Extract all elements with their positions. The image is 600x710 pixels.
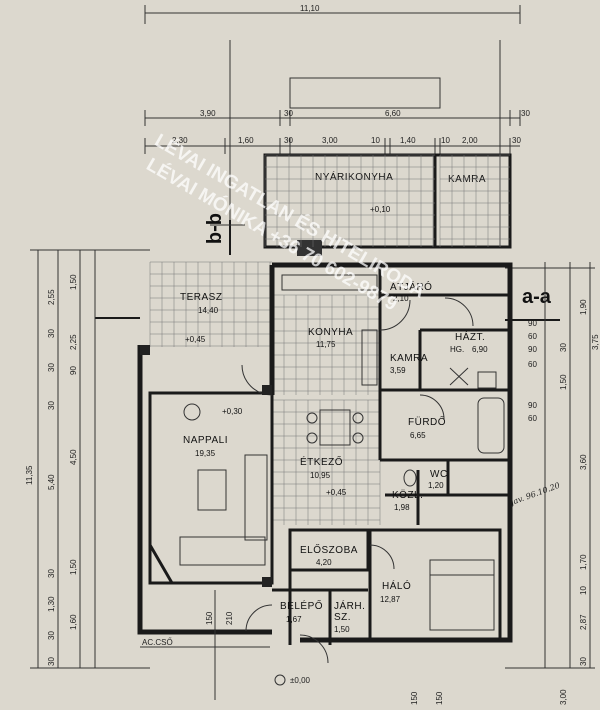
dim-right-k: 3,60: [579, 454, 588, 470]
dim-bottom-a: 150: [205, 611, 214, 625]
dim-row2-c: 30: [284, 136, 293, 145]
room-nappali-area: 19,35: [195, 449, 216, 458]
room-haztart-name: HÁZT.: [455, 330, 485, 343]
room-atjaro-name: ÁTJÁRÓ: [390, 280, 432, 293]
dim-left-h: 4,50: [69, 449, 78, 465]
dim-left-f: 90: [69, 366, 78, 375]
dim-row1-c: 6,60: [385, 109, 401, 118]
room-nappali-name: NAPPALI: [183, 435, 228, 446]
dim-left-l: 1,30: [47, 596, 56, 612]
dim-left-e: 30: [47, 363, 56, 372]
dim-row2-i: 30: [512, 136, 521, 145]
room-halo-area: 12,87: [380, 595, 401, 604]
dim-row2-a: 2,30: [172, 136, 188, 145]
room-belepo-area: 1,67: [286, 615, 302, 624]
dim-right-n: 2,87: [579, 614, 588, 630]
left-dimensions: 1,50 2,55 30 2,25 30 90 30 11,35 4,50 5,…: [25, 249, 150, 669]
room-etkezo-level: +0,45: [326, 488, 347, 497]
dim-right-i: 90: [528, 401, 537, 410]
room-konyha-area: 11,75: [316, 340, 336, 349]
dim-row1-d: 30: [521, 109, 530, 118]
dim-left-k: 30: [47, 569, 56, 578]
room-furdo-area: 6,65: [410, 431, 426, 440]
house-walls: [137, 262, 513, 645]
dim-right-o: 30: [579, 657, 588, 666]
dim-left-d: 2,25: [69, 334, 78, 350]
dim-row2-e: 10: [371, 136, 380, 145]
room-nyarikonyha-name: NYÁRIKONYHA: [315, 170, 393, 183]
dim-right-b: 3,75: [591, 334, 600, 350]
dim-row1-a: 3,90: [200, 109, 216, 118]
dim-left-c: 30: [47, 329, 56, 338]
room-kozl-area: 1,98: [394, 503, 410, 512]
dim-bottom-c: 150: [410, 691, 419, 705]
entry-level: ±0,00: [290, 676, 311, 685]
dim-row2-b: 1,60: [238, 136, 254, 145]
dim-row2-d: 3,00: [322, 136, 338, 145]
room-terasz-area: 14,40: [198, 306, 219, 315]
room-kozl-name: KÖZL.: [392, 489, 423, 501]
dim-right-d: 60: [528, 332, 537, 341]
section-label-qq: q-q: [205, 213, 227, 244]
room-etkezo-area: 10,95: [310, 471, 331, 480]
dim-left-g: 30: [47, 401, 56, 410]
room-jarh-name: JÁRH.: [334, 599, 365, 612]
dim-total-width: 11,10: [300, 4, 320, 13]
room-furdo-name: FÜRDŐ: [408, 414, 446, 428]
top-dimensions: 11,10 3,90 30 6,60 30 2,30 1,60 30 3,00 …: [144, 4, 530, 154]
dim-left-i: 5,40: [47, 474, 56, 490]
dim-left-a: 1,50: [69, 274, 78, 290]
dim-left-b: 2,55: [47, 289, 56, 305]
room-konyha-name: KONYHA: [308, 327, 353, 338]
room-kamra-area: 3,59: [390, 366, 406, 375]
dim-bottom-e: 3,00: [559, 689, 568, 705]
dim-row2-h: 2,00: [462, 136, 478, 145]
dim-left-total: 11,35: [25, 465, 34, 485]
dim-bottom-d: 150: [435, 691, 444, 705]
bottom-annotations: AC.CSŐ ±0,00 150 210 150 150 3,00: [140, 590, 568, 705]
room-eloszoba-area: 4,20: [316, 558, 332, 567]
dim-bottom-b: 210: [225, 611, 234, 625]
room-terasz-level: +0,45: [185, 335, 206, 344]
room-haztart-area: 6,90: [472, 345, 488, 354]
room-haztart-sub: HG.: [450, 345, 464, 354]
dim-right-c: 90: [528, 319, 537, 328]
room-eloszoba-name: ELŐSZOBA: [300, 542, 358, 556]
dim-right-h: 1,50: [559, 374, 568, 390]
dim-right-f: 60: [528, 360, 537, 369]
dim-left-j: 1,50: [69, 559, 78, 575]
room-etkezo-name: ÉTKEZŐ: [300, 454, 343, 468]
dim-left-m: 30: [47, 631, 56, 640]
dim-row2-f: 1,40: [400, 136, 416, 145]
room-belepo-name: BELÉPŐ: [280, 598, 323, 612]
dim-left-n: 1,60: [69, 614, 78, 630]
furniture: [140, 274, 505, 664]
ac-pipe-label: AC.CSŐ: [142, 638, 173, 647]
room-labels: TERASZ 14,40 +0,45 KONYHA 11,75 ÁTJÁRÓ 2…: [180, 280, 488, 634]
section-label-aa: a-a: [522, 286, 552, 308]
room-jarh-area: 1,50: [334, 625, 350, 634]
room-atjaro-area: 2,10: [393, 294, 409, 303]
room-jarh-sub: SZ.: [334, 612, 351, 623]
room-terasz-name: TERASZ: [180, 292, 222, 303]
dim-row2-g: 10: [441, 136, 450, 145]
room-kamra-name: KAMRA: [390, 353, 428, 364]
room-kamra-outer-name: KAMRA: [448, 174, 486, 185]
room-nyarikonyha-level: +0,10: [370, 205, 391, 214]
dim-right-a: 1,90: [579, 299, 588, 315]
room-wc-area: 1,20: [428, 481, 444, 490]
dim-right-l: 1,70: [579, 554, 588, 570]
room-nappali-level: +0,30: [222, 407, 243, 416]
dim-left-o: 30: [47, 657, 56, 666]
dim-right-m: 10: [579, 586, 588, 595]
dim-right-j: 60: [528, 414, 537, 423]
dim-right-e: 90: [528, 345, 537, 354]
dim-row1-b: 30: [284, 109, 293, 118]
room-halo-name: HÁLÓ: [382, 579, 411, 592]
right-dimensions: 1,90 3,75 90 60 90 60 30 1,50 90 60 3,60…: [505, 262, 600, 669]
room-wc-name: WC: [430, 469, 448, 480]
dim-right-g: 30: [559, 343, 568, 352]
